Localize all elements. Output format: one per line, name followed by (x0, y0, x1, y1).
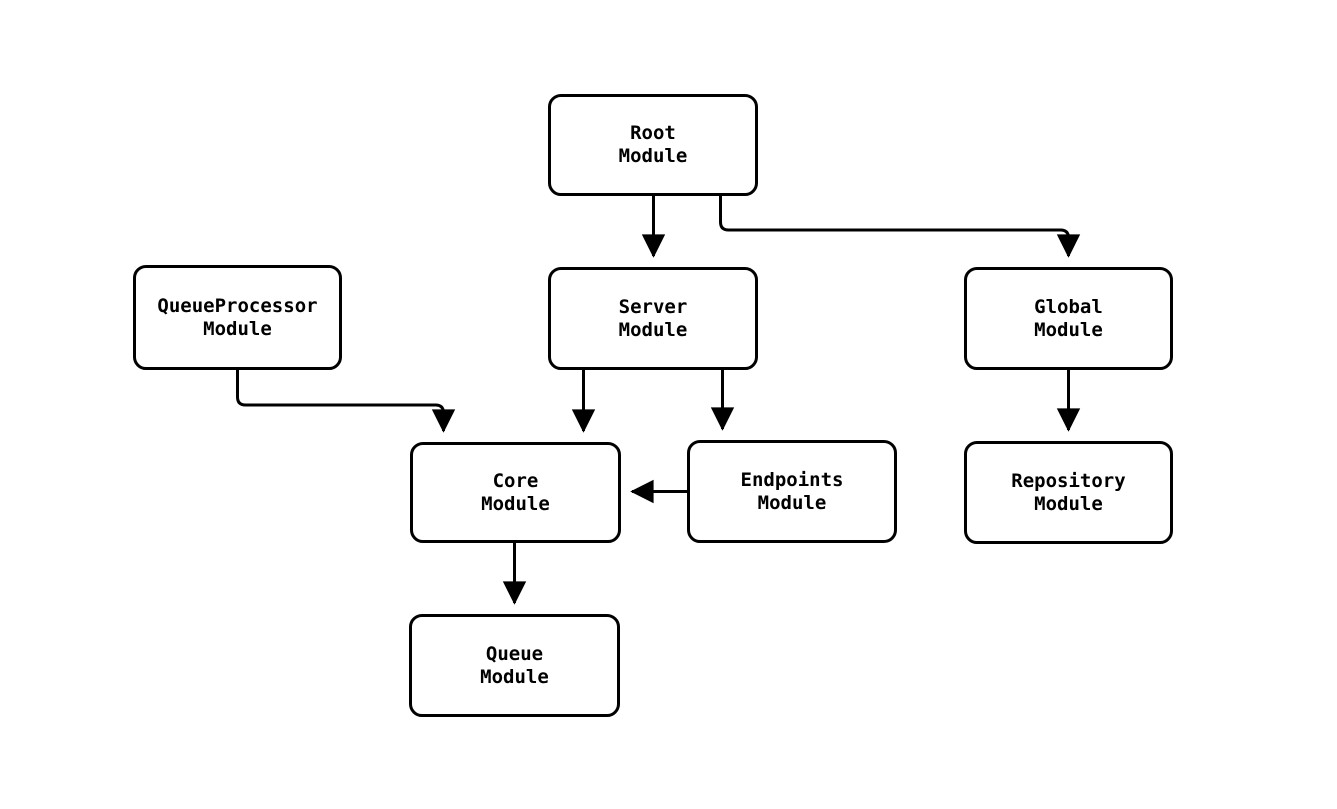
node-root-module[interactable]: Root Module (548, 94, 758, 196)
node-global-module-line2: Module (1034, 318, 1103, 341)
node-repository-module[interactable]: Repository Module (964, 441, 1173, 544)
node-queueprocessor-module[interactable]: QueueProcessor Module (133, 265, 342, 370)
edge-queueprocessor-to-core (236, 370, 456, 433)
node-server-module-line2: Module (618, 318, 688, 341)
node-endpoints-module-line1: Endpoints (740, 468, 844, 491)
node-repository-module-line1: Repository (1011, 469, 1126, 492)
node-core-module[interactable]: Core Module (410, 442, 621, 543)
node-server-module-line1: Server (618, 295, 688, 318)
node-core-module-line2: Module (481, 492, 550, 515)
node-repository-module-line2: Module (1034, 492, 1103, 515)
node-global-module-line1: Global (1034, 295, 1103, 318)
node-endpoints-module[interactable]: Endpoints Module (687, 440, 897, 543)
node-server-module[interactable]: Server Module (548, 267, 758, 370)
node-global-module[interactable]: Global Module (964, 267, 1173, 370)
node-root-module-line2: Module (618, 145, 688, 167)
edge-root-to-global (719, 196, 1081, 258)
node-queue-module-line2: Module (480, 665, 549, 688)
node-queueprocessor-module-line2: Module (203, 317, 272, 340)
node-queue-module[interactable]: Queue Module (409, 614, 620, 717)
node-core-module-line1: Core (492, 469, 539, 492)
node-root-module-line1: Root (630, 122, 676, 144)
node-endpoints-module-line2: Module (757, 491, 827, 514)
node-queue-module-line1: Queue (485, 642, 544, 665)
node-queueprocessor-module-line1: QueueProcessor (157, 294, 318, 317)
